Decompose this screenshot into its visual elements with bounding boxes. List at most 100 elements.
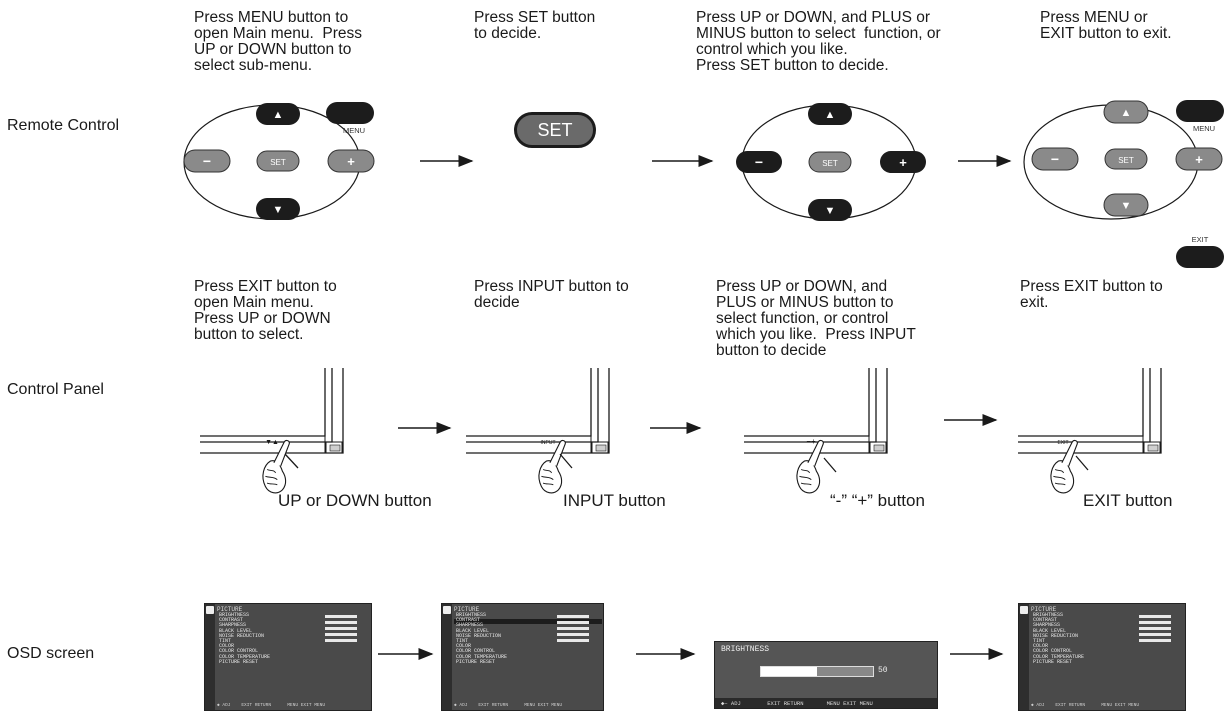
picture-icon (1020, 606, 1028, 614)
down-icon: ▼ (273, 204, 284, 216)
minus-button[interactable] (1031, 147, 1079, 171)
menu-button[interactable] (1176, 100, 1224, 122)
picture-icon (443, 606, 451, 614)
brightness-title: BRIGHTNESS (721, 645, 770, 654)
pointer-line (559, 453, 573, 469)
osd-menu-items: BRIGHTNESS CONTRAST SHARPNESS BLACK LEVE… (219, 612, 271, 665)
hand-icon (538, 439, 566, 494)
remote-step-2-text: Press SET button to decide. (474, 9, 596, 42)
set-label: SET (1118, 156, 1134, 165)
panel-step-1-text: Press EXIT button to open Main menu. Pre… (194, 278, 337, 343)
osd-screen-2: PICTURE BRIGHTNESS CONTRAST SHARPNESS BL… (441, 603, 604, 711)
exit-label: EXIT (1192, 235, 1209, 244)
set-label: SET (822, 159, 838, 168)
input-marking: INPUT (541, 440, 556, 446)
row-label-remote-control: Remote Control (7, 117, 120, 134)
osd-title: PICTURE (1031, 606, 1057, 613)
osd-menu-items: BRIGHTNESS CONTRAST SHARPNESS BLACK LEVE… (456, 612, 508, 665)
osd-value-bars (325, 615, 357, 645)
up-icon: ▲ (825, 109, 836, 121)
pointer-line (1075, 455, 1089, 471)
caption-exit-button: EXIT button (1083, 491, 1173, 510)
up-button[interactable] (256, 103, 300, 125)
osd-footer: ◆ ADJ EXIT RETURN MENU EXIT MENU (454, 703, 563, 708)
osd-title: PICTURE (454, 606, 480, 613)
remote-step-3-text: Press UP or DOWN, and PLUS or MINUS butt… (696, 9, 941, 74)
control-panel-4 (1017, 367, 1162, 454)
caption-up-down-button: UP or DOWN button (278, 491, 432, 510)
osd-brightness-screen: BRIGHTNESS 50 ◆− ADJ EXIT RETURN MENU EX… (714, 641, 938, 709)
osd-title: PICTURE (217, 606, 243, 613)
osd-sidebar (442, 604, 452, 710)
minus-icon: − (755, 154, 763, 170)
osd-arrows (378, 648, 1004, 660)
set-button[interactable] (256, 150, 300, 172)
menu-button[interactable] (326, 102, 374, 124)
exit-button[interactable] (1176, 246, 1224, 268)
updown-marking: ▼▲ (265, 439, 279, 446)
plus-button[interactable] (1175, 147, 1223, 171)
panel-step-4-text: Press EXIT button to exit. (1020, 278, 1163, 311)
brightness-fill (761, 667, 817, 676)
down-button[interactable] (808, 199, 852, 221)
brightness-slider[interactable] (760, 666, 874, 677)
caption-minus-plus-button: “-” “+” button (830, 491, 925, 510)
set-label: SET (270, 158, 286, 167)
set-button-large[interactable]: SET (514, 112, 596, 148)
up-button[interactable] (808, 103, 852, 125)
menu-label: MENU (343, 126, 365, 135)
remote-3: ▲ ▼ − + SET (736, 103, 926, 221)
panel-step-3-text: Press UP or DOWN, and PLUS or MINUS butt… (716, 278, 916, 359)
hand-icon (262, 439, 290, 494)
set-button[interactable] (808, 151, 852, 173)
exit-marking: EXIT (1057, 440, 1068, 446)
up-icon: ▲ (273, 109, 284, 121)
plus-icon: + (347, 154, 355, 169)
pointer-line (823, 457, 837, 473)
panel-step-2-text: Press INPUT button to decide (474, 278, 629, 311)
osd-sidebar (205, 604, 215, 710)
down-button[interactable] (256, 198, 300, 220)
down-button[interactable] (1103, 193, 1149, 217)
minus-button[interactable] (183, 149, 231, 173)
remote-control-diagrams: ▲ ▼ − + SET MENU ▲ ▼ − + SET ▲ ▼ − (183, 100, 1224, 268)
plus-button[interactable] (327, 149, 375, 173)
minus-icon: − (1051, 151, 1059, 167)
pointer-line (284, 453, 299, 469)
hand-icon (1050, 439, 1078, 494)
osd-menu-items: BRIGHTNESS CONTRAST SHARPNESS BLACK LEVE… (1033, 612, 1085, 665)
up-icon: ▲ (1121, 107, 1132, 119)
up-button[interactable] (1103, 100, 1149, 124)
brightness-footer: ◆− ADJ EXIT RETURN MENU EXIT MENU (721, 700, 873, 707)
plus-icon: + (899, 155, 907, 170)
osd-value-bars (1139, 615, 1171, 645)
down-icon: ▼ (1121, 200, 1132, 212)
minusplus-marking: −+ (806, 437, 816, 446)
osd-sidebar (1019, 604, 1029, 710)
remote-step-1-text: Press MENU button to open Main menu. Pre… (194, 9, 363, 74)
remote-1: ▲ ▼ − + SET MENU (183, 102, 375, 220)
brightness-value: 50 (878, 666, 888, 675)
down-icon: ▼ (825, 205, 836, 217)
control-panel-2 (465, 367, 610, 454)
picture-icon (206, 606, 214, 614)
osd-highlight-row (454, 619, 602, 624)
menu-label: MENU (1193, 124, 1215, 133)
osd-footer: ◆ ADJ EXIT RETURN MENU EXIT MENU (1031, 703, 1140, 708)
osd-screen-1: PICTURE BRIGHTNESS CONTRAST SHARPNESS BL… (204, 603, 372, 711)
plus-icon: + (1195, 152, 1203, 167)
minus-button[interactable] (736, 151, 782, 173)
row-label-osd-screen: OSD screen (7, 645, 95, 662)
remote-step-4-text: Press MENU or EXIT button to exit. (1040, 9, 1172, 42)
caption-input-button: INPUT button (563, 491, 666, 510)
set-button[interactable] (1104, 148, 1148, 170)
plus-button[interactable] (880, 151, 926, 173)
hand-icon (796, 439, 824, 494)
remote-4: ▲ ▼ − + SET MENU EXIT (1023, 100, 1224, 268)
osd-value-bars (557, 615, 589, 645)
osd-screen-4: PICTURE BRIGHTNESS CONTRAST SHARPNESS BL… (1018, 603, 1186, 711)
minus-icon: − (203, 153, 211, 169)
row-label-control-panel: Control Panel (7, 381, 104, 398)
osd-footer: ◆ ADJ EXIT RETURN MENU EXIT MENU (217, 703, 326, 708)
control-panel-diagrams: ▼▲ INPUT −+ EXIT (199, 367, 1162, 494)
